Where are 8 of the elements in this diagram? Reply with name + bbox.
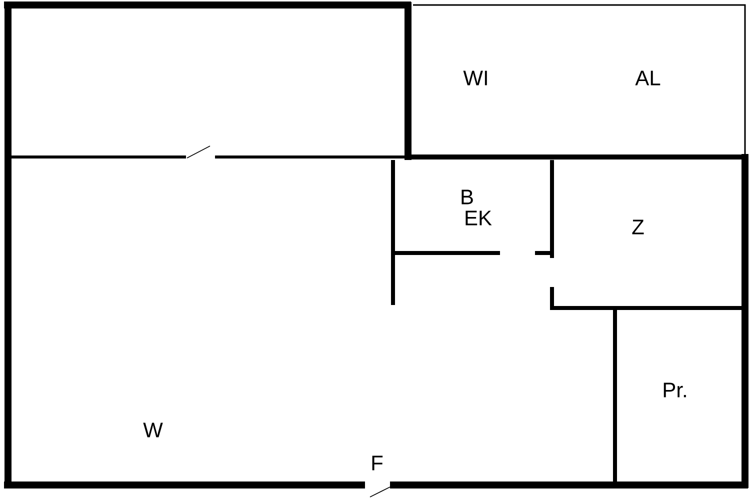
room-label: AL [635,70,660,86]
room-label: WI [463,70,487,86]
room-label: B [462,190,473,204]
room-label: EK [466,210,492,226]
room-label: Z [632,220,644,234]
room-label: W [143,422,163,438]
room-label: F [372,456,383,470]
room-label: Pr. [664,382,686,398]
